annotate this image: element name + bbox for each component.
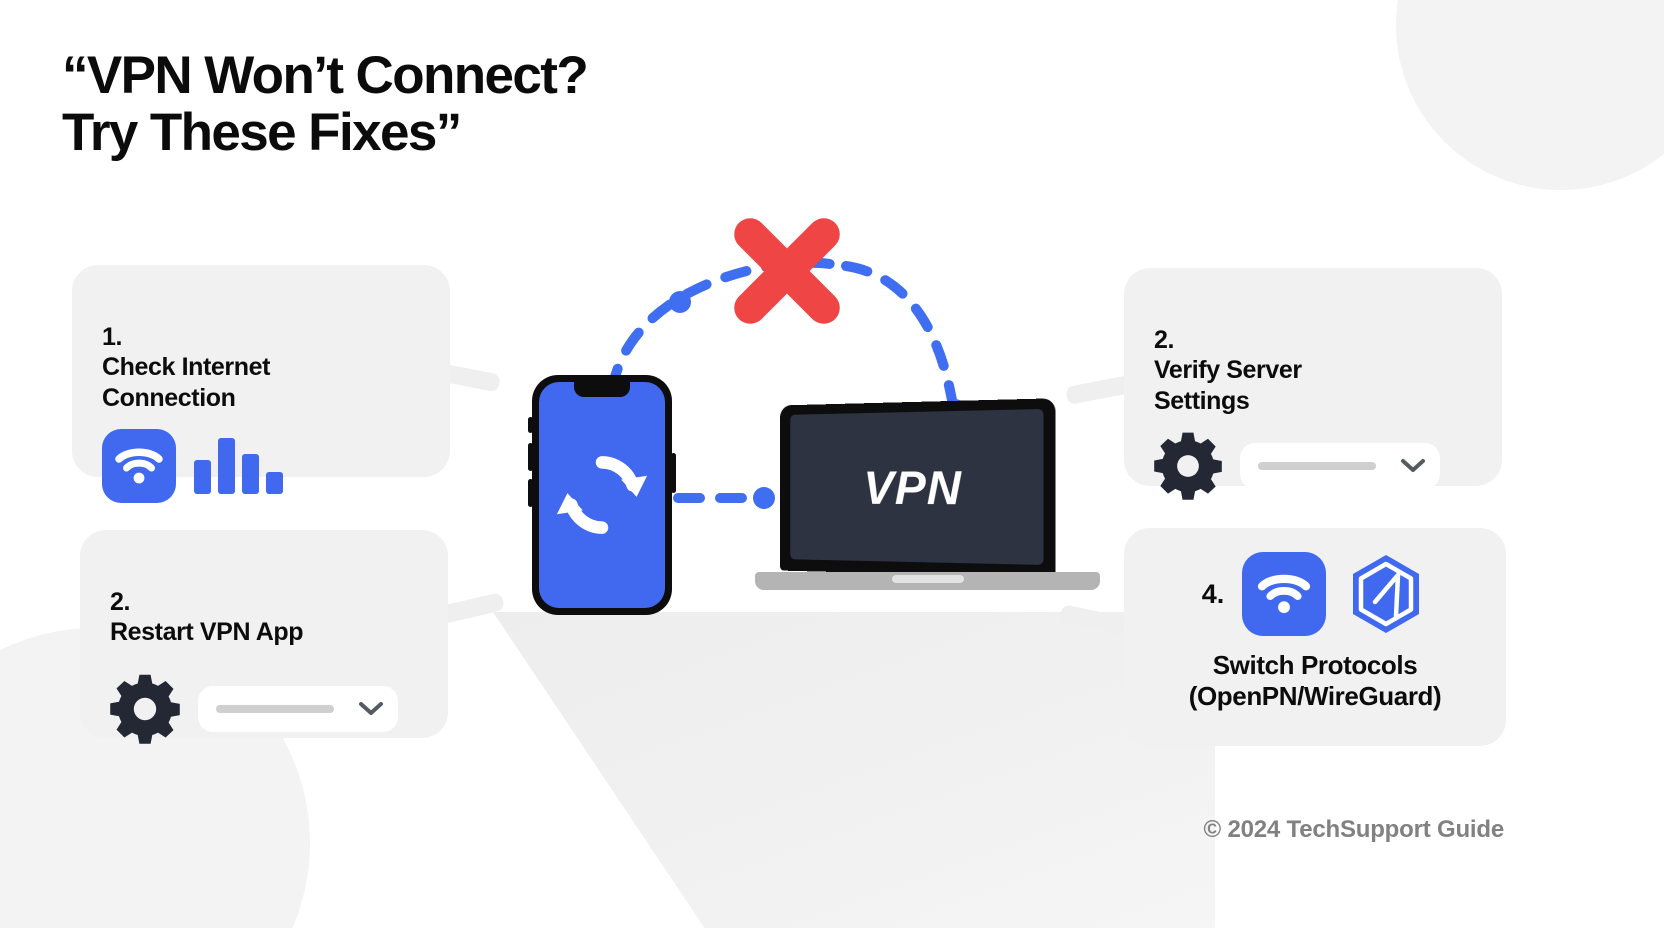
red-x-icon bbox=[716, 200, 858, 342]
signal-bars-icon bbox=[194, 438, 283, 494]
signal-bar-4 bbox=[266, 472, 283, 494]
tip-card-1-title: Check Internet Connection bbox=[102, 353, 271, 412]
signal-bar-2 bbox=[218, 438, 235, 494]
tip-card-switch-protocols[interactable]: 4. Switch Protocols (OpenPN/WireGuard) bbox=[1124, 528, 1506, 746]
tip-card-1-number: 1. bbox=[102, 322, 123, 351]
tip-card-1-heading: 1. Check Internet Connection bbox=[102, 291, 422, 413]
decorative-circle-top-right bbox=[1396, 0, 1664, 190]
arc-node-mid-left bbox=[669, 291, 691, 313]
gear-icon bbox=[1154, 432, 1222, 500]
desk-shadow bbox=[493, 612, 1215, 928]
tip-card-3-heading: 2. Verify Server Settings bbox=[1154, 294, 1474, 416]
tip-card-2-heading: 2. Restart VPN App bbox=[110, 556, 420, 648]
smartphone-device bbox=[528, 375, 676, 615]
tip-card-check-internet[interactable]: 1. Check Internet Connection bbox=[72, 265, 450, 503]
laptop-screen: VPN bbox=[790, 408, 1044, 565]
phone-button-volume-down bbox=[528, 479, 533, 507]
chevron-down-icon bbox=[359, 701, 383, 715]
tip-card-3-title: Verify Server Settings bbox=[1154, 356, 1302, 415]
laptop-screen-label: VPN bbox=[863, 460, 962, 514]
tip-card-2-number: 2. bbox=[110, 587, 131, 616]
chevron-down-icon bbox=[1401, 459, 1425, 472]
tip-card-1-icons bbox=[102, 429, 422, 503]
laptop-base bbox=[755, 572, 1100, 590]
signal-bar-3 bbox=[242, 454, 259, 494]
connection-illustration: VPN bbox=[470, 190, 1110, 630]
arc-node-middle bbox=[753, 487, 775, 509]
tip-card-4-number: 4. bbox=[1201, 578, 1225, 609]
laptop-lid: VPN bbox=[780, 398, 1056, 578]
dropdown-select[interactable] bbox=[1240, 443, 1440, 489]
phone-button-silent bbox=[528, 417, 533, 433]
wireguard-hex-icon bbox=[1353, 555, 1420, 633]
wifi-app-icon bbox=[102, 429, 176, 503]
dropdown-placeholder-bar bbox=[1258, 462, 1376, 470]
gear-icon bbox=[110, 674, 180, 744]
tip-card-2-title: Restart VPN App bbox=[110, 618, 304, 646]
laptop-base-notch bbox=[891, 575, 964, 583]
tip-card-2-icons bbox=[110, 674, 420, 744]
tip-card-4-icons: 4. bbox=[1144, 550, 1486, 638]
page-title: “VPN Won’t Connect? Try These Fixes” bbox=[62, 46, 589, 162]
tip-card-verify-server-settings[interactable]: 2. Verify Server Settings bbox=[1124, 268, 1502, 500]
tip-card-4-title: Switch Protocols (OpenPN/WireGuard) bbox=[1188, 650, 1442, 712]
laptop-device: VPN bbox=[755, 398, 1100, 602]
tip-card-3-icons bbox=[1154, 432, 1474, 500]
phone-screen bbox=[539, 382, 665, 608]
refresh-sync-icon bbox=[556, 456, 648, 534]
copyright-footer: © 2024 TechSupport Guide bbox=[1203, 816, 1505, 843]
tip-card-restart-vpn-app[interactable]: 2. Restart VPN App bbox=[80, 530, 448, 744]
phone-button-volume-up bbox=[528, 443, 533, 471]
tip-card-3-number: 2. bbox=[1154, 325, 1175, 354]
phone-notch bbox=[574, 382, 630, 397]
phone-button-power bbox=[671, 453, 676, 493]
signal-bar-1 bbox=[194, 460, 211, 494]
dropdown-select[interactable] bbox=[198, 685, 398, 732]
dropdown-placeholder-bar bbox=[216, 704, 334, 713]
wifi-app-icon bbox=[1242, 552, 1327, 636]
